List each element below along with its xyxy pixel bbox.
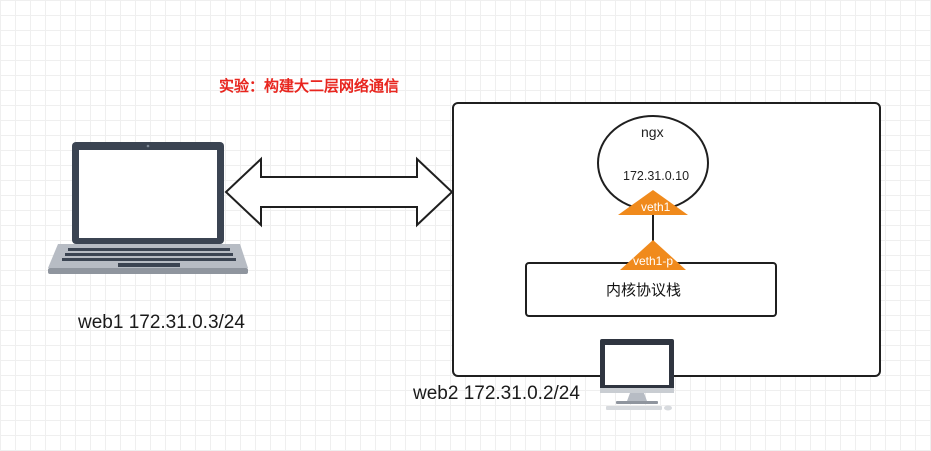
veth1-p-label: veth1-p (633, 254, 674, 268)
web1-label: web1 172.31.0.3/24 (78, 312, 245, 333)
double-arrow (224, 156, 454, 228)
desktop-monitor-icon (600, 339, 674, 411)
container-ip: 172.31.0.10 (623, 169, 690, 183)
web2-label: web2 172.31.0.2/24 (413, 383, 580, 404)
diagram-title: 实验：构建大二层网络通信 (219, 78, 400, 95)
veth1-p-triangle (620, 240, 686, 270)
kernel-stack-label: 内核协议栈 (606, 282, 682, 299)
laptop-icon (48, 142, 248, 274)
container-name: ngx (641, 124, 664, 140)
veth1-label: veth1 (641, 200, 671, 214)
veth1-triangle (618, 190, 688, 215)
